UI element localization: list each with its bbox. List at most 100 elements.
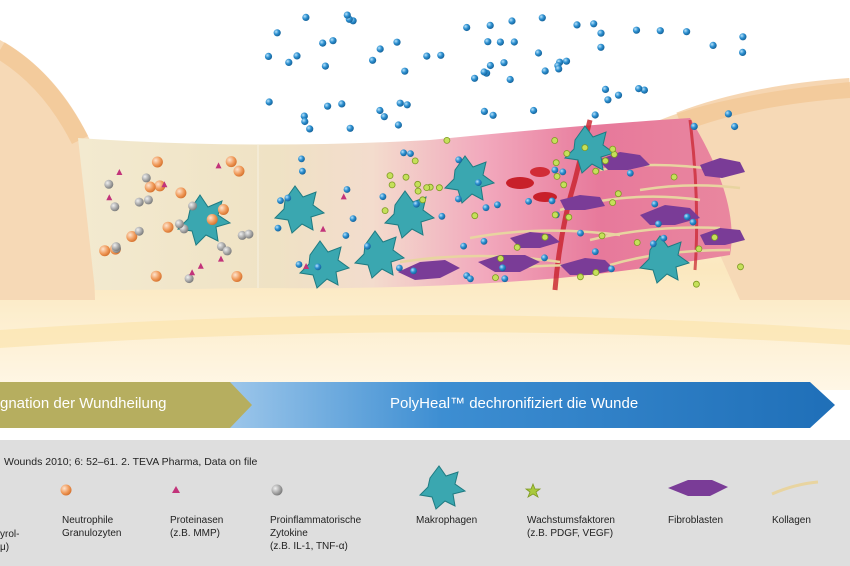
blue-particle	[321, 62, 329, 70]
neutrophil	[175, 187, 187, 199]
blue-particle	[376, 45, 384, 53]
blue-particle	[342, 232, 350, 239]
blue-particle	[651, 200, 659, 208]
blue-particle	[501, 275, 509, 283]
blue-particle	[538, 14, 546, 22]
blue-particle	[364, 242, 371, 250]
blue-particle	[273, 29, 281, 37]
cytokine	[111, 242, 121, 252]
growth-factor	[737, 263, 744, 271]
growth-factor	[598, 232, 606, 240]
blue-particle	[380, 113, 388, 121]
blue-particle	[376, 106, 384, 115]
blue-particle	[369, 56, 377, 64]
blue-particle	[401, 67, 409, 75]
proteinase	[320, 225, 327, 232]
stagnation-banner-text: gnation der Wundheilung	[0, 395, 167, 412]
blue-particle	[480, 238, 488, 245]
blue-particle	[640, 86, 649, 94]
growth-factor	[602, 157, 609, 165]
blue-particle	[396, 264, 403, 272]
blue-particle	[482, 204, 490, 212]
blue-particle	[649, 240, 657, 248]
blue-particle	[601, 85, 610, 93]
blue-particle	[274, 224, 282, 232]
growth-factor	[414, 180, 422, 188]
blue-particle	[731, 122, 739, 131]
blue-particle	[410, 267, 417, 275]
blue-particle	[423, 52, 431, 60]
blue-particle	[614, 91, 623, 99]
polyheal-banner-text: PolyHeal™ dechronifiziert die Wunde	[390, 395, 639, 412]
blue-particle	[299, 167, 306, 175]
cytokine	[222, 246, 232, 256]
blue-particle	[500, 59, 508, 67]
cytokine	[141, 173, 151, 183]
blue-particle	[590, 20, 598, 28]
neutrophil	[231, 271, 243, 282]
cytokine-icon	[271, 484, 283, 496]
blue-particle	[632, 26, 641, 34]
blue-particle	[265, 98, 273, 106]
growth-factor	[581, 144, 589, 152]
fibroblast-icon	[668, 480, 728, 496]
cytokine	[134, 226, 144, 236]
growth-factor	[565, 213, 573, 221]
blue-particle	[400, 149, 407, 157]
cytokine	[244, 229, 254, 239]
growth-factor	[693, 280, 700, 288]
skin-right	[660, 82, 850, 300]
blue-particle	[319, 39, 327, 47]
blue-particle	[338, 100, 346, 108]
blue-particle	[541, 254, 548, 262]
cytokine	[188, 201, 198, 211]
growth-factor	[592, 167, 600, 175]
blue-particle	[489, 111, 497, 119]
wound-healing-illustration	[0, 11, 850, 390]
blue-particle	[346, 124, 354, 132]
cytokine	[104, 179, 114, 189]
neutrophil	[162, 221, 174, 233]
blue-particle	[285, 58, 293, 66]
neutrophil	[225, 156, 237, 168]
neutrophil	[233, 165, 245, 177]
cytokine	[237, 230, 247, 240]
proteinase	[340, 193, 347, 200]
blue-particle	[562, 57, 571, 65]
blue-particle	[484, 38, 492, 46]
neutrophil	[217, 204, 229, 215]
blue-particle	[525, 198, 532, 205]
neutrophil	[154, 180, 166, 192]
polyheal-banner	[230, 382, 835, 428]
blue-particle	[403, 101, 411, 109]
blue-particle	[689, 218, 697, 226]
blue-particle	[324, 102, 332, 110]
legend-fibroblasts: Fibroblasten	[668, 515, 724, 526]
growth-factor	[541, 233, 549, 241]
blue-particle	[486, 61, 494, 70]
legend-cytokines-line2: Zytokine	[270, 528, 308, 539]
growth-factor	[435, 184, 443, 192]
blue-particle	[471, 74, 479, 82]
blue-particle	[597, 29, 605, 37]
proteinase	[189, 269, 196, 276]
growth-factor	[497, 255, 505, 262]
blue-particle	[463, 23, 471, 32]
cytokine	[174, 219, 184, 229]
blue-particle	[455, 195, 462, 203]
growth-factor	[492, 274, 499, 282]
blue-particle	[460, 242, 467, 250]
blue-particle	[343, 11, 351, 19]
proteinase	[303, 262, 310, 269]
blue-particle	[499, 264, 506, 272]
growth-factor	[614, 190, 622, 198]
blue-particle	[394, 121, 402, 129]
blue-particle	[295, 261, 303, 268]
blue-particle	[530, 106, 538, 115]
legend-proteinases-line1: Proteinasen	[170, 515, 224, 526]
neutrophil	[151, 156, 163, 168]
cytokine	[184, 274, 194, 284]
neutrophil	[144, 181, 156, 193]
particles-layer	[99, 11, 747, 288]
blue-particle	[264, 52, 273, 61]
